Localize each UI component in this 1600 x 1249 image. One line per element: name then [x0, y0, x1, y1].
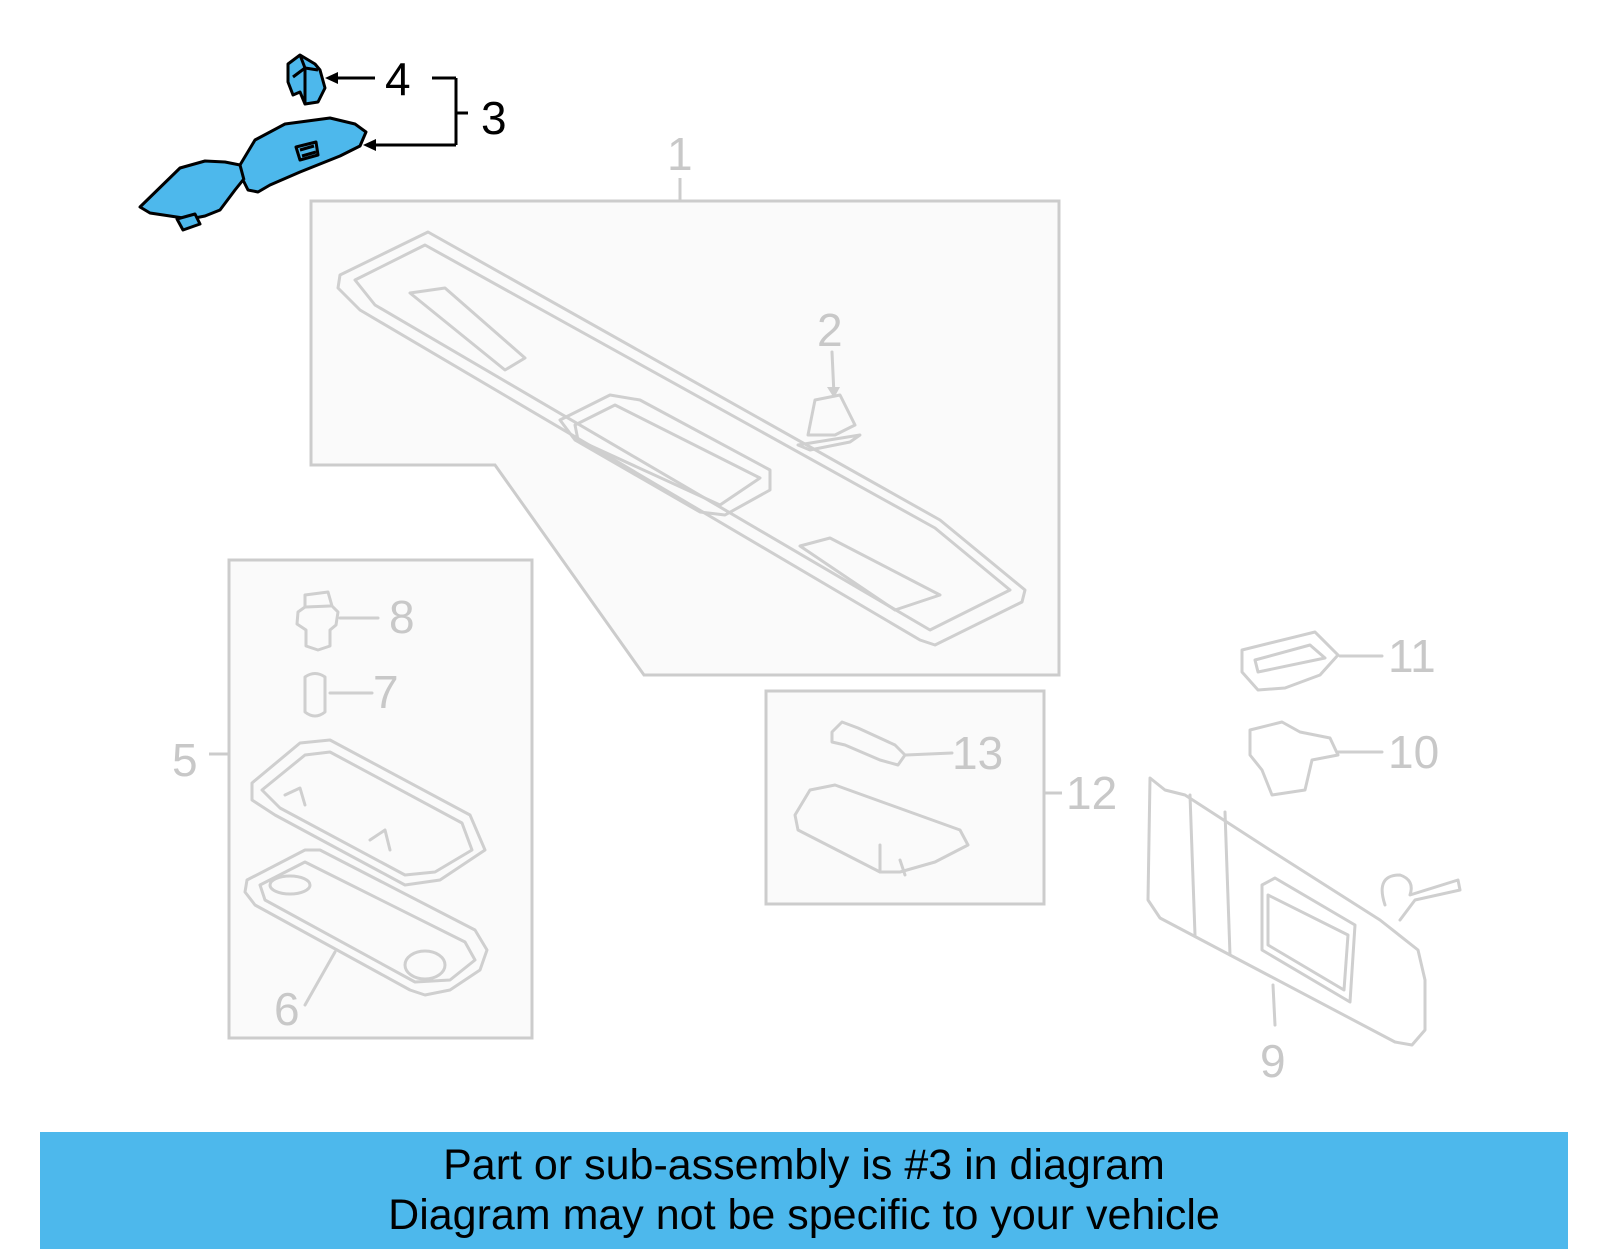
- part-2-clip: [796, 350, 862, 452]
- banner-line-1: Part or sub-assembly is #3 in diagram: [443, 1141, 1165, 1189]
- headliner-panel: [336, 230, 1027, 647]
- callout-5: 5: [172, 734, 198, 786]
- part-9-sunvisor: [1146, 776, 1462, 1047]
- part-4-clip: [286, 53, 327, 106]
- banner-line-2: Diagram may not be specific to your vehi…: [388, 1191, 1220, 1239]
- callout-1: 1: [667, 128, 693, 180]
- callout-12: 12: [1066, 767, 1117, 819]
- callout-10: 10: [1388, 726, 1439, 778]
- part-3-4-leaders: [325, 72, 468, 151]
- part-3-trim: [138, 116, 368, 232]
- part-7-bulb: [303, 672, 374, 718]
- callout-8: 8: [389, 591, 415, 643]
- callout-2: 2: [817, 304, 843, 356]
- callout-11: 11: [1388, 630, 1436, 682]
- part-6-lens: [243, 848, 489, 1007]
- callout-9: 9: [1260, 1035, 1286, 1087]
- part-10-holder: [1248, 720, 1384, 797]
- part-5-box: [227, 558, 534, 1040]
- part-11-cover: [1240, 630, 1384, 692]
- part-5-housing: [250, 738, 487, 887]
- callout-4: 4: [385, 53, 411, 105]
- callout-6: 6: [274, 983, 300, 1035]
- callout-3: 3: [481, 92, 507, 144]
- callout-13: 13: [952, 727, 1003, 779]
- part-13-bulb: [830, 720, 954, 767]
- part-8-holder: [295, 590, 380, 652]
- info-banner: Part or sub-assembly is #3 in diagram Di…: [40, 1132, 1568, 1249]
- callout-7: 7: [373, 666, 399, 718]
- part-12-box: [764, 689, 1046, 906]
- part-12-lamp: [793, 783, 970, 877]
